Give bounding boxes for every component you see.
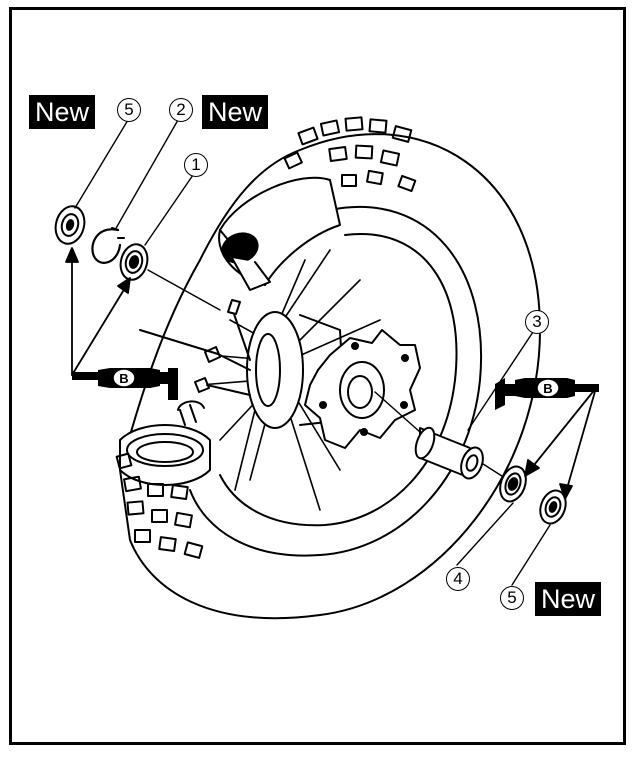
- left-tool-arrows: [65, 247, 131, 376]
- callout-3-spacer-collar: 3: [525, 310, 549, 334]
- tread-knobs-top: [283, 116, 417, 193]
- tire-outline: [119, 133, 541, 620]
- new-badge-left-oil-seal: New: [29, 95, 96, 129]
- rim-inner: [219, 232, 458, 527]
- left-oil-seal: [54, 205, 86, 245]
- callout-1-left-bearing: 1: [184, 153, 208, 177]
- callout-2-circlip: 2: [169, 98, 193, 122]
- new-badge-right-oil-seal: New: [535, 582, 602, 616]
- callout-4-right-bearing: 4: [446, 567, 470, 591]
- right-tool-letter: B: [543, 381, 552, 396]
- axle-bolts: [139, 299, 251, 396]
- new-badge-circlip: New: [202, 95, 269, 129]
- right-tool-arrows: [524, 387, 597, 500]
- rim-outer: [189, 205, 483, 557]
- left-bearing: [119, 243, 149, 281]
- tread-knobs-bottom: [115, 452, 204, 559]
- callout-5-left-oil-seal: 5: [117, 98, 141, 122]
- right-bearing-driver-tool: B: [495, 378, 599, 410]
- circlip: [91, 228, 122, 264]
- right-oil-seal: [539, 489, 567, 525]
- left-bearing-driver-tool: B: [72, 368, 178, 400]
- left-tool-letter: B: [119, 371, 128, 386]
- right-bearing: [499, 465, 527, 503]
- callout-5-right-oil-seal: 5: [500, 586, 524, 610]
